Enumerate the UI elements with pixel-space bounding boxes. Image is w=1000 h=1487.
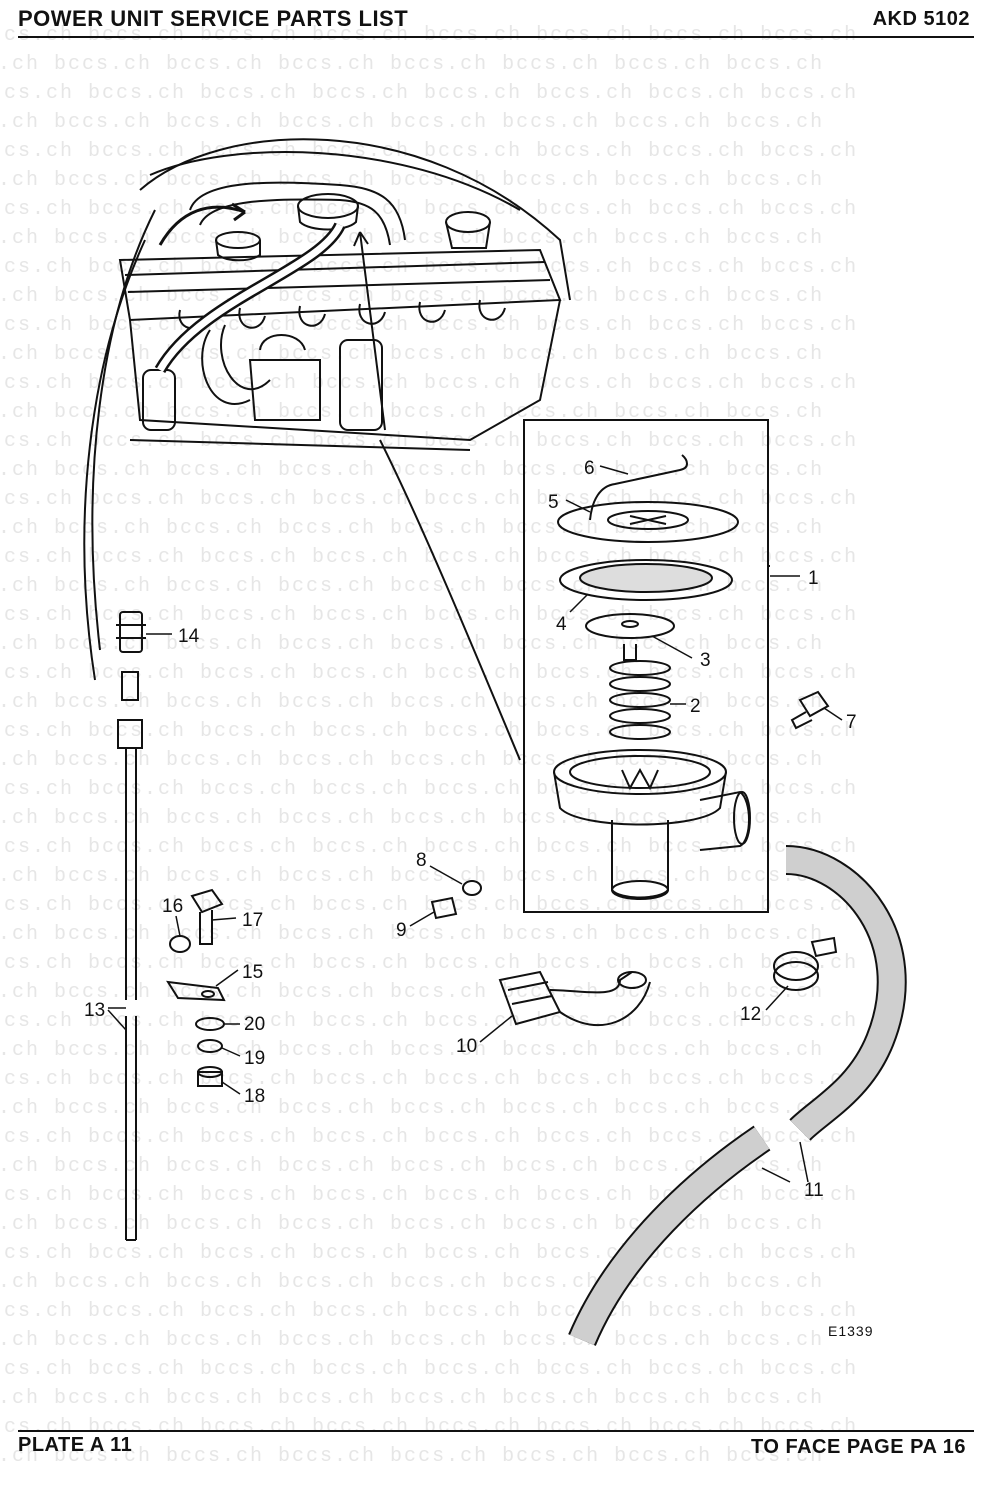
watermark-row: cs.ch bccs.ch bccs.ch bccs.ch bccs.ch bc… <box>4 720 858 743</box>
callout-10: 10 <box>456 1036 477 1057</box>
watermark-row: cs.ch bccs.ch bccs.ch bccs.ch bccs.ch bc… <box>4 1068 858 1091</box>
watermark-row: cs.ch bccs.ch bccs.ch bccs.ch bccs.ch bc… <box>0 1387 824 1410</box>
part-8-9-nut-washer <box>430 880 482 920</box>
document-code: AKD 5102 <box>872 8 970 30</box>
watermark-row: cs.ch bccs.ch bccs.ch bccs.ch bccs.ch bc… <box>0 865 824 888</box>
callout-5: 5 <box>548 492 559 513</box>
watermark-row: cs.ch bccs.ch bccs.ch bccs.ch bccs.ch bc… <box>4 82 858 105</box>
callout-9: 9 <box>396 920 407 941</box>
watermark-row: cs.ch bccs.ch bccs.ch bccs.ch bccs.ch bc… <box>0 1329 824 1352</box>
watermark-row: cs.ch bccs.ch bccs.ch bccs.ch bccs.ch bc… <box>0 633 824 656</box>
face-page-reference: TO FACE PAGE PA 16 <box>751 1436 966 1458</box>
callout-12: 12 <box>740 1004 761 1025</box>
callout-20: 20 <box>244 1014 265 1035</box>
callout-15: 15 <box>242 962 263 983</box>
watermark: cs.ch bccs.ch bccs.ch bccs.ch bccs.ch bc… <box>0 24 858 1468</box>
watermark-row: cs.ch bccs.ch bccs.ch bccs.ch bccs.ch bc… <box>4 488 858 511</box>
callout-18: 18 <box>244 1086 265 1107</box>
callout-11: 11 <box>804 1180 824 1201</box>
watermark-row: cs.ch bccs.ch bccs.ch bccs.ch bccs.ch bc… <box>0 1097 824 1120</box>
watermark-row: cs.ch bccs.ch bccs.ch bccs.ch bccs.ch bc… <box>4 836 858 859</box>
watermark-row: cs.ch bccs.ch bccs.ch bccs.ch bccs.ch bc… <box>4 1126 858 1149</box>
watermark-row: cs.ch bccs.ch bccs.ch bccs.ch bccs.ch bc… <box>4 778 858 801</box>
leader-lines <box>107 465 843 1183</box>
watermark-row: cs.ch bccs.ch bccs.ch bccs.ch bccs.ch bc… <box>4 372 858 395</box>
callout-14: 14 <box>178 626 200 647</box>
watermark-row: cs.ch bccs.ch bccs.ch bccs.ch bccs.ch bc… <box>0 227 824 250</box>
callout-2: 2 <box>690 696 701 717</box>
watermark-row: cs.ch bccs.ch bccs.ch bccs.ch bccs.ch bc… <box>4 1300 858 1323</box>
callout-1: 1 <box>808 568 819 589</box>
callout-4: 4 <box>556 614 567 635</box>
part-13-14-tube <box>116 611 146 1241</box>
watermark-row: cs.ch bccs.ch bccs.ch bccs.ch bccs.ch bc… <box>0 1039 824 1062</box>
watermark-row: cs.ch bccs.ch bccs.ch bccs.ch bccs.ch bc… <box>4 256 858 279</box>
watermark-row: cs.ch bccs.ch bccs.ch bccs.ch bccs.ch bc… <box>4 198 858 221</box>
part-7-bolt <box>790 690 830 730</box>
callout-3: 3 <box>700 650 711 671</box>
watermark-row: cs.ch bccs.ch bccs.ch bccs.ch bccs.ch bc… <box>0 343 824 366</box>
watermark-row: cs.ch bccs.ch bccs.ch bccs.ch bccs.ch bc… <box>4 24 858 47</box>
watermark-row: cs.ch bccs.ch bccs.ch bccs.ch bccs.ch bc… <box>4 662 858 685</box>
callout-19: 19 <box>244 1048 265 1069</box>
watermark-row: cs.ch bccs.ch bccs.ch bccs.ch bccs.ch bc… <box>4 1416 858 1439</box>
watermark-row: cs.ch bccs.ch bccs.ch bccs.ch bccs.ch bc… <box>4 140 858 163</box>
watermark-row: cs.ch bccs.ch bccs.ch bccs.ch bccs.ch bc… <box>4 1184 858 1207</box>
watermark-row: cs.ch bccs.ch bccs.ch bccs.ch bccs.ch bc… <box>4 1242 858 1265</box>
header-rule <box>18 36 974 38</box>
part-10-elbow <box>498 970 651 1027</box>
engine-illustration <box>83 138 571 761</box>
valve-assembly-box <box>523 419 770 913</box>
watermark-row: cs.ch bccs.ch bccs.ch bccs.ch bccs.ch bc… <box>0 459 824 482</box>
watermark-row: cs.ch bccs.ch bccs.ch bccs.ch bccs.ch bc… <box>0 923 824 946</box>
watermark-row: cs.ch bccs.ch bccs.ch bccs.ch bccs.ch bc… <box>0 401 824 424</box>
plate-number: PLATE A 11 <box>18 1434 133 1456</box>
callout-6: 6 <box>584 458 595 479</box>
watermark-row: cs.ch bccs.ch bccs.ch bccs.ch bccs.ch bc… <box>0 691 824 714</box>
watermark-row: cs.ch bccs.ch bccs.ch bccs.ch bccs.ch bc… <box>0 1213 824 1236</box>
callout-13: 13 <box>84 1000 105 1021</box>
callout-numbers: 1 2 3 4 5 6 7 8 9 10 11 12 13 14 15 16 1… <box>84 458 857 1201</box>
page-title: POWER UNIT SERVICE PARTS LIST <box>18 6 409 31</box>
watermark-row: cs.ch bccs.ch bccs.ch bccs.ch bccs.ch bc… <box>4 604 858 627</box>
watermark-row: cs.ch bccs.ch bccs.ch bccs.ch bccs.ch bc… <box>0 981 824 1004</box>
watermark-row: cs.ch bccs.ch bccs.ch bccs.ch bccs.ch bc… <box>0 53 824 76</box>
part-11-hose <box>568 845 907 1346</box>
watermark-row: cs.ch bccs.ch bccs.ch bccs.ch bccs.ch bc… <box>0 1445 824 1468</box>
watermark-row: cs.ch bccs.ch bccs.ch bccs.ch bccs.ch bc… <box>0 1155 824 1178</box>
callout-17: 17 <box>242 910 263 931</box>
part-12-clip <box>773 936 838 991</box>
watermark-row: cs.ch bccs.ch bccs.ch bccs.ch bccs.ch bc… <box>0 517 824 540</box>
watermark-row: cs.ch bccs.ch bccs.ch bccs.ch bccs.ch bc… <box>0 1271 824 1294</box>
watermark-row: cs.ch bccs.ch bccs.ch bccs.ch bccs.ch bc… <box>4 430 858 453</box>
watermark-row: cs.ch bccs.ch bccs.ch bccs.ch bccs.ch bc… <box>4 1358 858 1381</box>
callout-8: 8 <box>416 850 427 871</box>
watermark-row: cs.ch bccs.ch bccs.ch bccs.ch bccs.ch bc… <box>0 169 824 192</box>
watermark-row: cs.ch bccs.ch bccs.ch bccs.ch bccs.ch bc… <box>0 111 824 134</box>
callout-7: 7 <box>846 712 857 733</box>
watermark-row: cs.ch bccs.ch bccs.ch bccs.ch bccs.ch bc… <box>0 749 824 772</box>
footer-rule <box>18 1430 974 1432</box>
watermark-row: cs.ch bccs.ch bccs.ch bccs.ch bccs.ch bc… <box>4 952 858 975</box>
callout-16: 16 <box>162 896 183 917</box>
watermark-row: cs.ch bccs.ch bccs.ch bccs.ch bccs.ch bc… <box>4 1010 858 1033</box>
drawing-reference: E1339 <box>828 1323 873 1339</box>
